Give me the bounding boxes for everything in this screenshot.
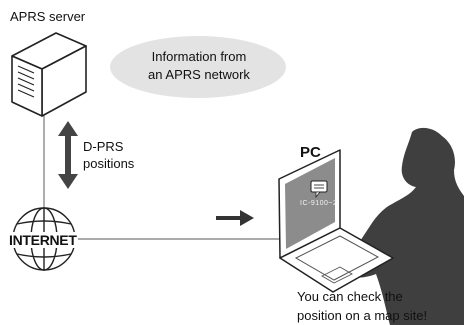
- cloud-text-line2: an APRS network: [148, 67, 250, 82]
- caption-line1: You can check the: [297, 289, 403, 304]
- pc-label: PC: [300, 144, 321, 161]
- server-icon: [11, 32, 87, 117]
- caption: You can check the position on a map site…: [297, 287, 427, 325]
- cloud-text-line1: Information from: [151, 49, 247, 64]
- internet-label: INTERNET: [8, 232, 78, 248]
- right-arrow-icon: [216, 210, 254, 226]
- dprs-label-line1: D-PRS: [83, 139, 124, 154]
- dprs-label-line2: positions: [83, 156, 135, 171]
- person-silhouette: [331, 127, 464, 325]
- server-label: APRS server: [10, 9, 86, 24]
- caption-line2: position on a map site!: [297, 308, 428, 323]
- cloud-text: Information from an APRS network: [120, 48, 278, 84]
- cloud-bubble: [110, 36, 286, 98]
- dprs-positions-label: D-PRS positions: [83, 138, 134, 172]
- map-pin-icon: [310, 180, 328, 199]
- double-arrow-icon: [58, 121, 78, 189]
- screen-tag: IC-9100~2: [300, 200, 338, 207]
